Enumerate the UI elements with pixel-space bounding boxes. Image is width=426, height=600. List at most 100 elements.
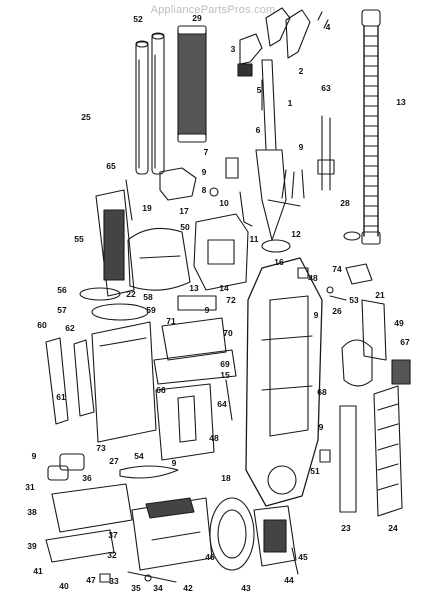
callout-c26: 26	[332, 306, 342, 316]
callout-c48a: 48	[308, 273, 318, 283]
callout-c1: 1	[288, 98, 293, 108]
callout-c5: 5	[257, 85, 262, 95]
callout-c25: 25	[81, 112, 91, 122]
callout-c59: 59	[146, 305, 156, 315]
knob-part	[319, 449, 331, 463]
callout-c19: 19	[142, 203, 152, 213]
callout-c62: 62	[65, 323, 75, 333]
callout-c7: 7	[204, 147, 209, 157]
callout-c46: 46	[205, 552, 215, 562]
callout-c40: 40	[59, 581, 69, 591]
bin-top-plate-parts	[79, 287, 149, 321]
ring-part	[343, 231, 361, 241]
filter-frame-part	[95, 179, 135, 297]
small-bottom-parts	[99, 571, 177, 583]
callout-c8: 8	[202, 185, 207, 195]
callout-c38: 38	[27, 507, 37, 517]
hose-part	[361, 9, 381, 245]
dirt-bin-part	[91, 321, 157, 443]
callout-c29: 29	[192, 13, 202, 23]
callout-c18: 18	[221, 473, 231, 483]
left-side-handle-parts	[45, 337, 95, 425]
nozzle-base-part	[45, 483, 133, 563]
callout-c15: 15	[220, 370, 230, 380]
latch-cover-part	[159, 167, 197, 201]
motor-assembly-part	[253, 505, 299, 575]
callout-c9d: 9	[314, 310, 319, 320]
callout-c31: 31	[25, 482, 35, 492]
watermark: AppliancePartsPros.com	[150, 4, 276, 16]
callout-c3: 3	[231, 44, 236, 54]
wand-tubes-part	[135, 32, 165, 175]
callout-c9c: 9	[205, 305, 210, 315]
callout-c66: 66	[156, 385, 166, 395]
callout-c43: 43	[241, 583, 251, 593]
callout-c69: 69	[220, 359, 230, 369]
callout-c23: 23	[341, 523, 351, 533]
motor-cover-parts	[153, 295, 237, 385]
lower-cover-parts	[155, 379, 233, 461]
callout-c21: 21	[375, 290, 385, 300]
callout-c63: 63	[321, 83, 331, 93]
motor-housing-top-part	[193, 213, 249, 291]
callout-c73: 73	[96, 443, 106, 453]
callout-c71: 71	[166, 316, 176, 326]
callout-c54: 54	[134, 451, 144, 461]
callout-c48b: 48	[209, 433, 219, 443]
callout-c64: 64	[217, 399, 227, 409]
callout-c12: 12	[291, 229, 301, 239]
callout-c39: 39	[27, 541, 37, 551]
callout-c58: 58	[143, 292, 153, 302]
callout-c9f: 9	[172, 458, 177, 468]
callout-c9b: 9	[202, 167, 207, 177]
callout-c6: 6	[256, 125, 261, 135]
callout-c52: 52	[133, 14, 143, 24]
callout-c9g: 9	[319, 422, 324, 432]
belt-part	[119, 465, 179, 479]
callout-c57: 57	[57, 305, 67, 315]
callout-c22: 22	[126, 289, 136, 299]
callout-c74: 74	[332, 264, 342, 274]
main-handle-part	[255, 59, 301, 241]
dirt-cup-lid-part	[127, 227, 191, 291]
callout-c49: 49	[394, 318, 404, 328]
callout-c32: 32	[107, 550, 117, 560]
callout-c51: 51	[310, 466, 320, 476]
callout-c50: 50	[180, 222, 190, 232]
callout-c60: 60	[37, 320, 47, 330]
bottom-plate-part	[131, 497, 213, 571]
callout-c36: 36	[82, 473, 92, 483]
callout-c44: 44	[284, 575, 294, 585]
callout-c72: 72	[226, 295, 236, 305]
callout-c33: 33	[109, 576, 119, 586]
screw-cluster	[281, 169, 305, 199]
callout-c14: 14	[219, 283, 229, 293]
callout-c24: 24	[388, 523, 398, 533]
callout-c35: 35	[131, 583, 141, 593]
swivel-ring-part	[261, 239, 291, 253]
callout-c9a: 9	[299, 142, 304, 152]
callout-c11: 11	[250, 234, 259, 244]
small-bracket-parts	[209, 157, 253, 227]
motor-disc-part	[209, 497, 255, 571]
callout-c61: 61	[56, 392, 66, 402]
callout-c53: 53	[349, 295, 359, 305]
callout-c2: 2	[299, 66, 304, 76]
callout-c67: 67	[400, 337, 410, 347]
side-panel-part	[373, 385, 403, 517]
filter-part	[177, 25, 207, 143]
callout-c13: 13	[396, 97, 406, 107]
callout-c27: 27	[109, 456, 119, 466]
callout-c45: 45	[298, 552, 308, 562]
handle-grip-parts	[237, 7, 329, 77]
grille-part	[391, 359, 411, 385]
callout-c42: 42	[183, 583, 193, 593]
callout-c9e: 9	[32, 451, 37, 461]
callout-c16: 16	[274, 257, 284, 267]
callout-c47: 47	[86, 575, 96, 585]
callout-c4: 4	[326, 22, 331, 32]
callout-c17: 17	[179, 206, 189, 216]
